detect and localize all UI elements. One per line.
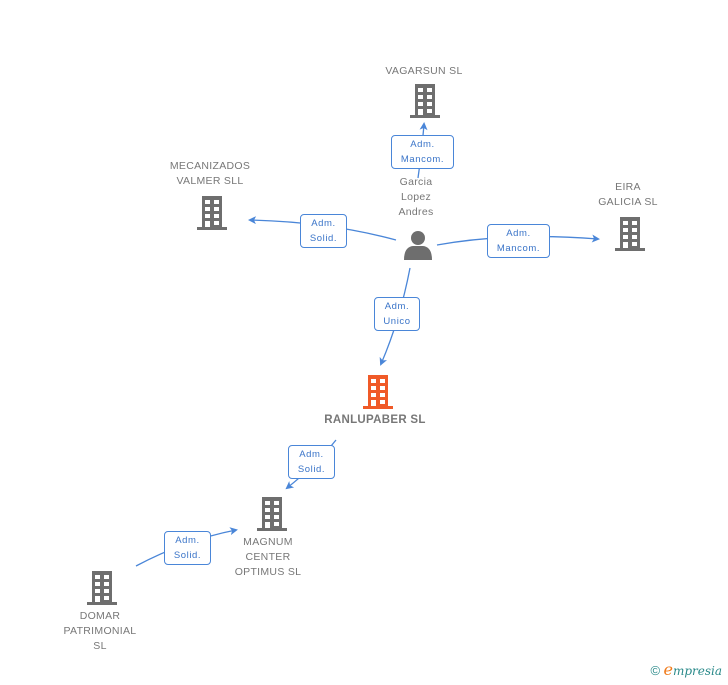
company-label-vagarsun[interactable]: VAGARSUN SL xyxy=(385,65,463,77)
person-label[interactable]: Garcia Lopez Andres xyxy=(398,176,434,218)
building-icon[interactable] xyxy=(614,217,646,256)
company-label-eira[interactable]: EIRA GALICIA SL xyxy=(598,181,658,208)
role-badge-eira[interactable]: Adm. Mancom. xyxy=(487,224,550,258)
role-badge-mecanizados[interactable]: Adm. Solid. xyxy=(300,214,347,248)
brand-logo[interactable]: empresia xyxy=(663,660,722,679)
person-icon[interactable] xyxy=(403,230,433,265)
building-icon[interactable] xyxy=(86,571,118,610)
role-badge-ranlupaber[interactable]: Adm. Unico xyxy=(374,297,420,331)
building-icon[interactable] xyxy=(256,497,288,536)
brand-footer: © empresia xyxy=(651,660,722,679)
role-badge-vagarsun[interactable]: Adm. Mancom. xyxy=(391,135,454,169)
company-label-magnum[interactable]: MAGNUM CENTER OPTIMUS SL xyxy=(234,536,302,578)
company-label-ranlupaber[interactable]: RANLUPABER SL xyxy=(324,414,426,426)
role-badge-magnum-from-ranlupaber[interactable]: Adm. Solid. xyxy=(288,445,335,479)
building-icon[interactable] xyxy=(410,84,440,123)
building-icon-main[interactable] xyxy=(362,375,394,414)
copyright-icon: © xyxy=(650,663,661,678)
company-label-mecanizados[interactable]: MECANIZADOS VALMER SLL xyxy=(169,160,251,187)
building-icon[interactable] xyxy=(196,196,228,235)
company-label-domar[interactable]: DOMAR PATRIMONIAL SL xyxy=(63,610,137,652)
role-badge-magnum-from-domar[interactable]: Adm. Solid. xyxy=(164,531,211,565)
